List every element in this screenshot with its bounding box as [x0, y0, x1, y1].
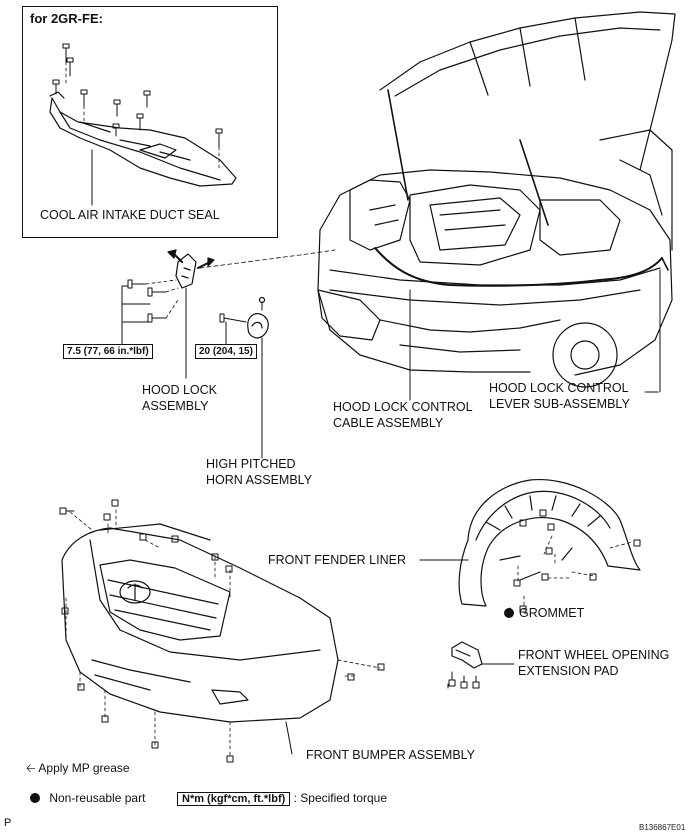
front-fender-liner-drawing [419, 478, 641, 613]
non-reusable-dot-icon [30, 793, 40, 803]
label-grommet: GROMMET [519, 606, 585, 620]
hood-lock-assembly-drawing [121, 249, 215, 379]
torque-hood-lock: 7.5 (77, 66 in.*lbf) [63, 344, 153, 359]
label-front-bumper-assembly: FRONT BUMPER ASSEMBLY [306, 748, 476, 762]
legend-non-reusable-text: Non-reusable part [49, 791, 146, 805]
label-hood-lock-2: ASSEMBLY [142, 399, 209, 413]
grommet-marker [504, 608, 514, 618]
label-hood-lock-lever-2: LEVER SUB-ASSEMBLY [489, 397, 630, 411]
front-bumper-drawing [59, 499, 385, 763]
legend-torque-desc: : Specified torque [293, 791, 388, 805]
legend-non-reusable: Non-reusable part [30, 791, 145, 806]
label-hood-lock-lever-1: HOOD LOCK CONTROL [489, 381, 629, 395]
label-high-pitched-1: HIGH PITCHED [206, 457, 296, 471]
legend-grease: 🡠 Apply MP grease [26, 761, 130, 776]
legend-grease-text: Apply MP grease [38, 761, 130, 775]
engine-bay-drawing [199, 11, 676, 401]
inset-2gr-fe [22, 6, 278, 238]
label-wheel-pad-2: EXTENSION PAD [518, 664, 619, 678]
inset-title: for 2GR-FE: [30, 11, 103, 26]
grease-arrow-icon: 🡠 [26, 761, 36, 775]
label-wheel-pad-1: FRONT WHEEL OPENING [518, 648, 670, 662]
page-letter: P [4, 817, 12, 829]
label-cool-air-intake-duct-seal: COOL AIR INTAKE DUCT SEAL [40, 208, 220, 222]
label-hood-lock-cable-1: HOOD LOCK CONTROL [333, 400, 473, 414]
label-hood-lock-1: HOOD LOCK [142, 383, 218, 397]
torque-horn: 20 (204, 15) [195, 344, 257, 359]
figure-id: B136867E01 [639, 823, 686, 832]
label-high-pitched-2: HORN ASSEMBLY [206, 473, 313, 487]
legend-torque-unit: N*m (kgf*cm, ft.*lbf) [177, 792, 291, 806]
cool-air-duct-seal-drawing [49, 43, 237, 206]
horn-assembly-drawing [219, 296, 269, 459]
legend-torque: N*m (kgf*cm, ft.*lbf) : Specified torque [177, 791, 387, 807]
extension-pad-drawing [447, 641, 515, 689]
label-front-fender-liner: FRONT FENDER LINER [268, 553, 406, 567]
label-hood-lock-cable-2: CABLE ASSEMBLY [333, 416, 444, 430]
